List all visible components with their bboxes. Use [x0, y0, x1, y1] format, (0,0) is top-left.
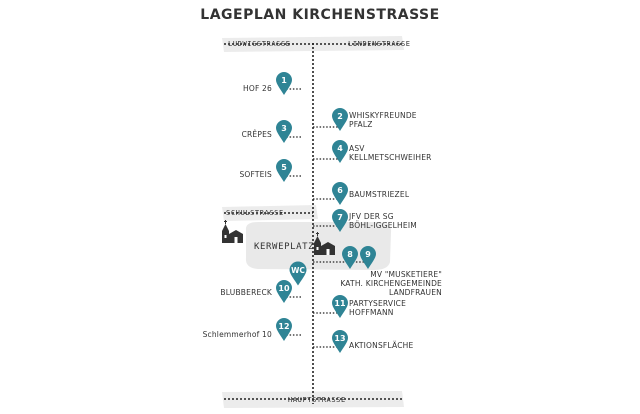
- stand-5-label: SOFTEIS: [239, 170, 272, 179]
- stand-6-number: 6: [337, 186, 343, 195]
- map-pin-icon: [332, 182, 348, 205]
- map-pin-icon: [342, 246, 358, 269]
- map-pin-icon: [276, 72, 292, 95]
- stand-8-number: 8: [347, 250, 353, 259]
- stand-12-label: Schlemmerhof 10: [202, 330, 272, 339]
- stand-7-number: 7: [337, 213, 343, 222]
- map-pin-icon: [332, 330, 348, 353]
- map-pin-icon: [332, 140, 348, 163]
- street-label-hauptstrasse: HAUPTSTRASSE: [288, 396, 346, 404]
- stand-5-number: 5: [281, 163, 287, 172]
- map-pin-icon: [276, 318, 292, 341]
- map-pin-icon: [289, 261, 307, 286]
- church-icon: [222, 220, 243, 243]
- stand-13-label: AKTIONSFLÄCHE: [349, 341, 414, 350]
- map-pin-icon: [360, 246, 376, 269]
- stand-4-label: ASV KELLMETSCHWEIHER: [349, 144, 432, 162]
- stand-9-label: MV "MUSKETIERE" KATH. KIRCHENGEMEINDE LA…: [340, 270, 442, 297]
- map-pin-icon: [332, 209, 348, 232]
- map-pin-icon: [276, 159, 292, 182]
- map-pin-icon: [332, 108, 348, 131]
- stand-13-number: 13: [334, 334, 345, 343]
- stand-6-label: BAUMSTRIEZEL: [349, 190, 410, 199]
- map-pin-icon: [332, 295, 348, 318]
- stand-9-number: 9: [365, 250, 371, 259]
- stand-7-label: JFV DER SG BÖHL-IGGELHEIM: [349, 212, 417, 230]
- map-pin-icon: [276, 280, 292, 303]
- stand-4-number: 4: [337, 144, 343, 153]
- stand-12-number: 12: [278, 322, 289, 331]
- stand-1-label: HOF 26: [243, 84, 272, 93]
- street-label-schulstrasse: SCHULSTRASSE: [226, 209, 284, 217]
- stand-11-label: PARTYSERVICE HOFFMANN: [349, 299, 407, 317]
- street-label-ludwigstrasse: LUDWIGSTRASSE: [228, 40, 291, 48]
- stand-11-number: 11: [334, 299, 346, 308]
- street-label-lindenstrasse: LINDENSTRASSE: [348, 40, 411, 48]
- map-pin-icon: [276, 120, 292, 143]
- stand-10-label: BLUBBERECK: [220, 288, 272, 297]
- stand-2-number: 2: [337, 112, 343, 121]
- stand-1-number: 1: [281, 76, 287, 85]
- church-icon: [314, 232, 335, 255]
- stand-10-number: 10: [278, 284, 290, 293]
- map-title: LAGEPLAN KIRCHENSTRASSE: [200, 7, 440, 23]
- plaza-label: KERWEPLATZ: [254, 242, 315, 252]
- stand-2-label: WHISKYFREUNDE PFALZ: [349, 111, 417, 129]
- stand-3-number: 3: [281, 124, 287, 133]
- stand-wc-number: WC: [291, 266, 305, 275]
- stand-3-label: CRÊPES: [241, 130, 272, 139]
